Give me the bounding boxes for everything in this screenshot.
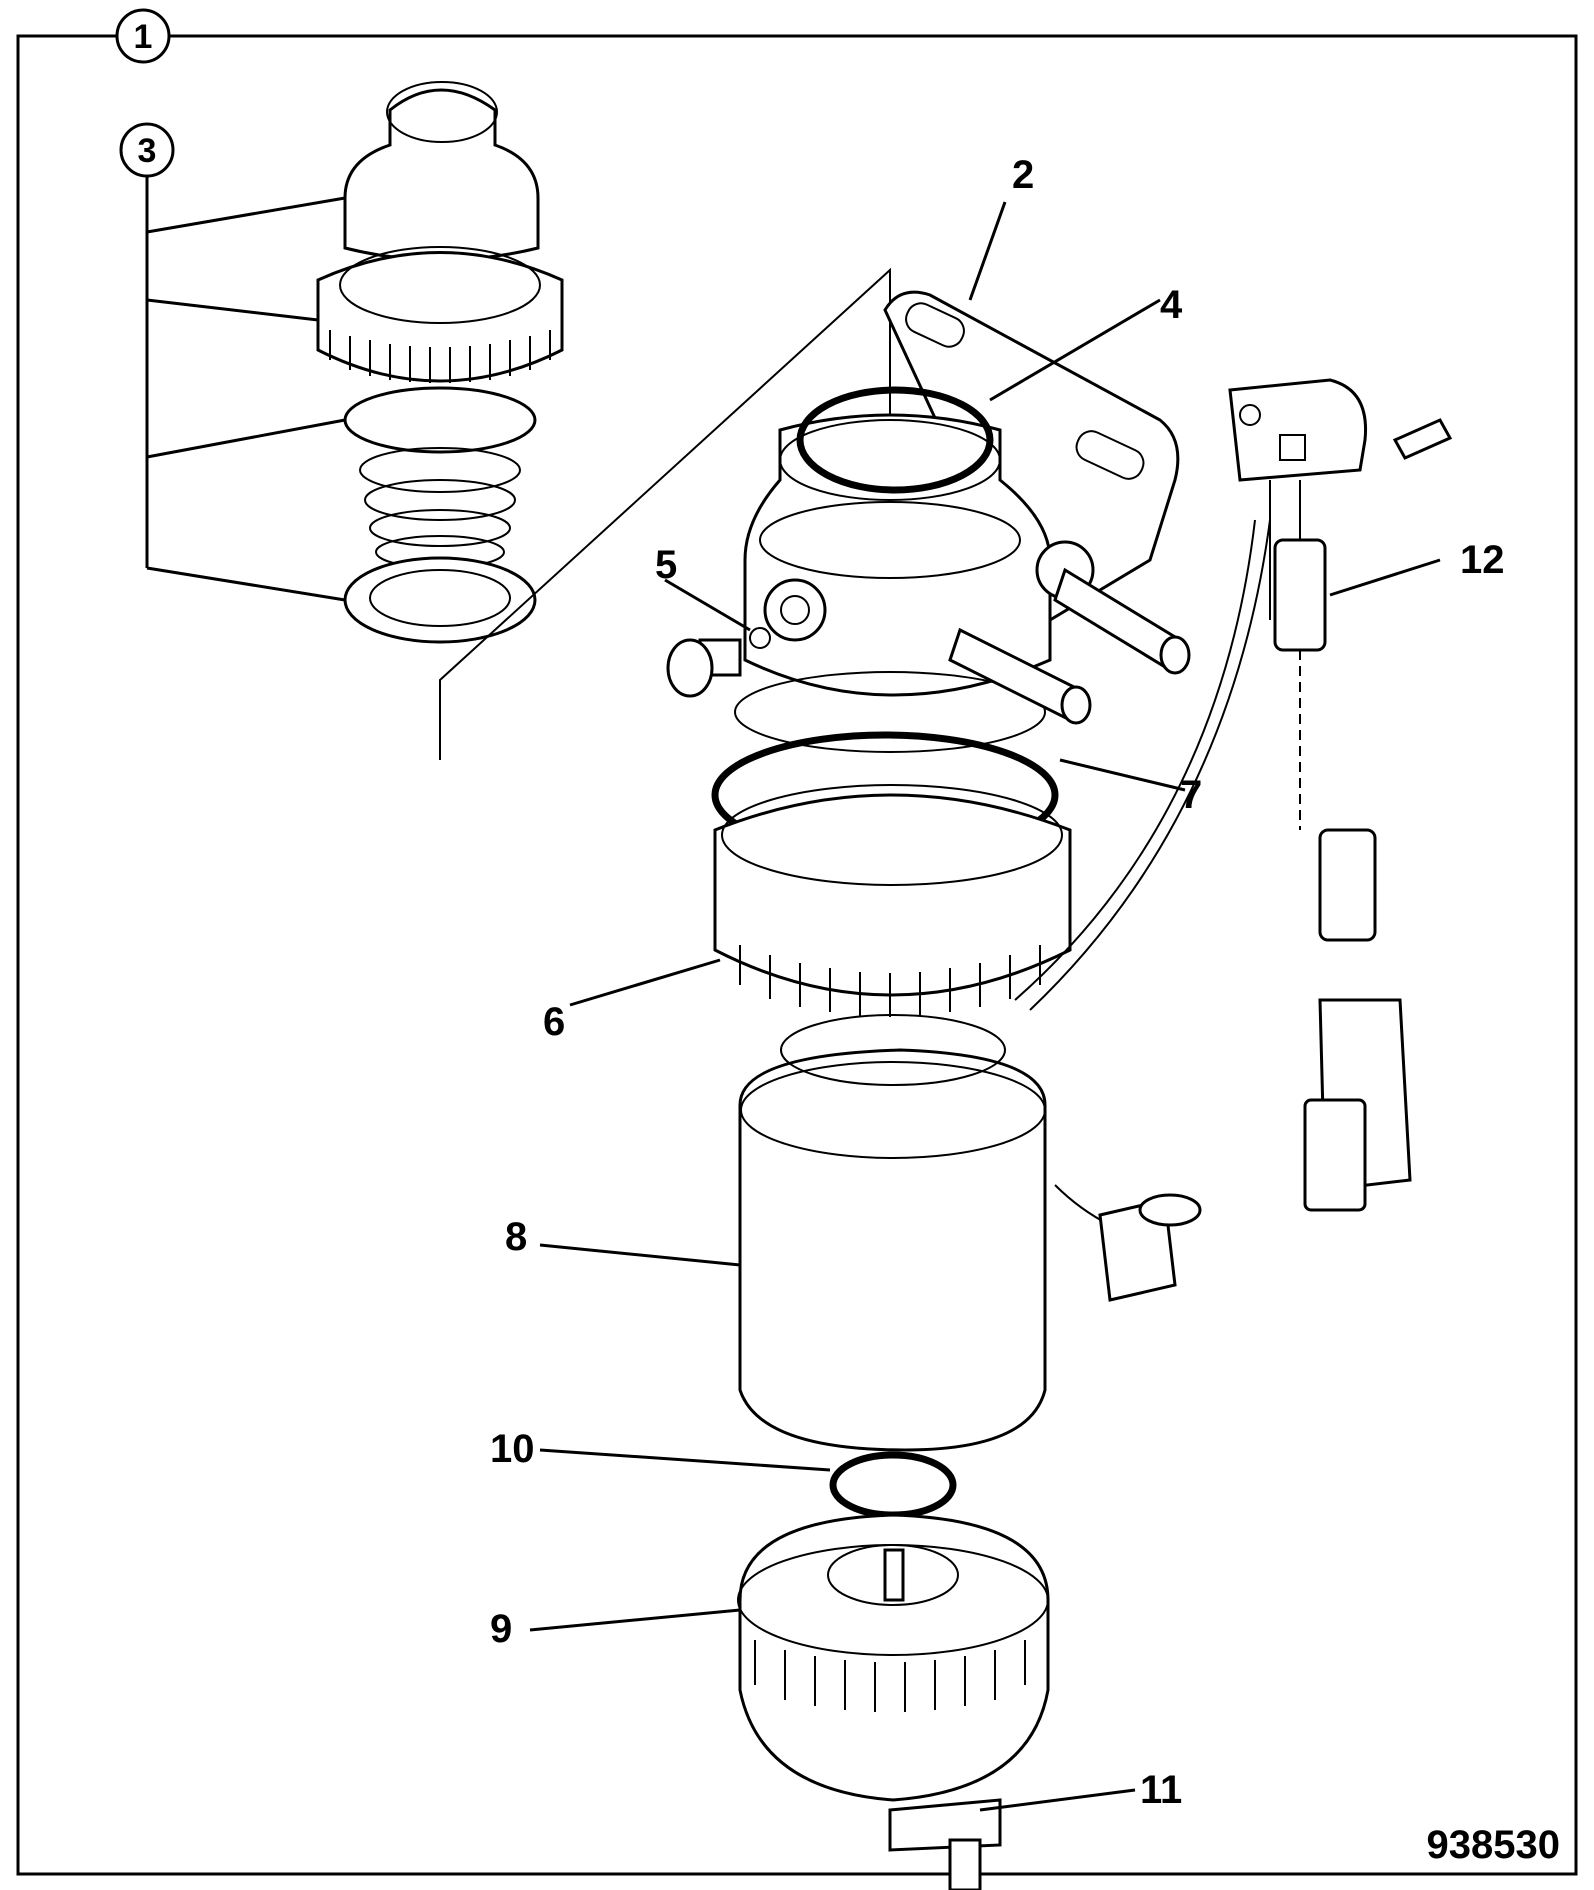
mounting-bracket bbox=[883, 290, 1180, 622]
leader-lines bbox=[529, 201, 1441, 1812]
label-bracket: 2 bbox=[1012, 153, 1034, 197]
label-vent-screw: 5 bbox=[655, 543, 677, 587]
filter-element bbox=[738, 1014, 1047, 1452]
label-retaining-ring: 6 bbox=[543, 1000, 565, 1044]
oring-top bbox=[796, 386, 994, 494]
water-bowl bbox=[737, 1513, 1050, 1890]
callout-kit-number: 3 bbox=[138, 132, 157, 170]
oring-base bbox=[829, 1451, 957, 1519]
label-filter-element: 8 bbox=[505, 1215, 527, 1259]
callout-kit: 3 bbox=[119, 122, 346, 602]
label-drain-plug: 11 bbox=[1140, 1768, 1182, 1812]
figure-id: 938530 bbox=[1427, 1823, 1560, 1867]
label-oring-bowl: 7 bbox=[1180, 773, 1202, 817]
filter-head bbox=[666, 413, 1191, 753]
label-sensor-harness: 12 bbox=[1460, 538, 1505, 582]
label-water-bowl: 9 bbox=[490, 1607, 512, 1651]
diagram-border bbox=[16, 34, 1578, 1876]
retaining-ring bbox=[713, 784, 1072, 1017]
callout-assembly: 1 bbox=[115, 8, 171, 64]
sensor-harness bbox=[1014, 378, 1453, 1302]
callout-assembly-number: 1 bbox=[134, 18, 153, 56]
kit-parts bbox=[316, 81, 564, 644]
label-oring-top: 4 bbox=[1160, 283, 1183, 327]
label-oring-base: 10 bbox=[490, 1427, 535, 1471]
